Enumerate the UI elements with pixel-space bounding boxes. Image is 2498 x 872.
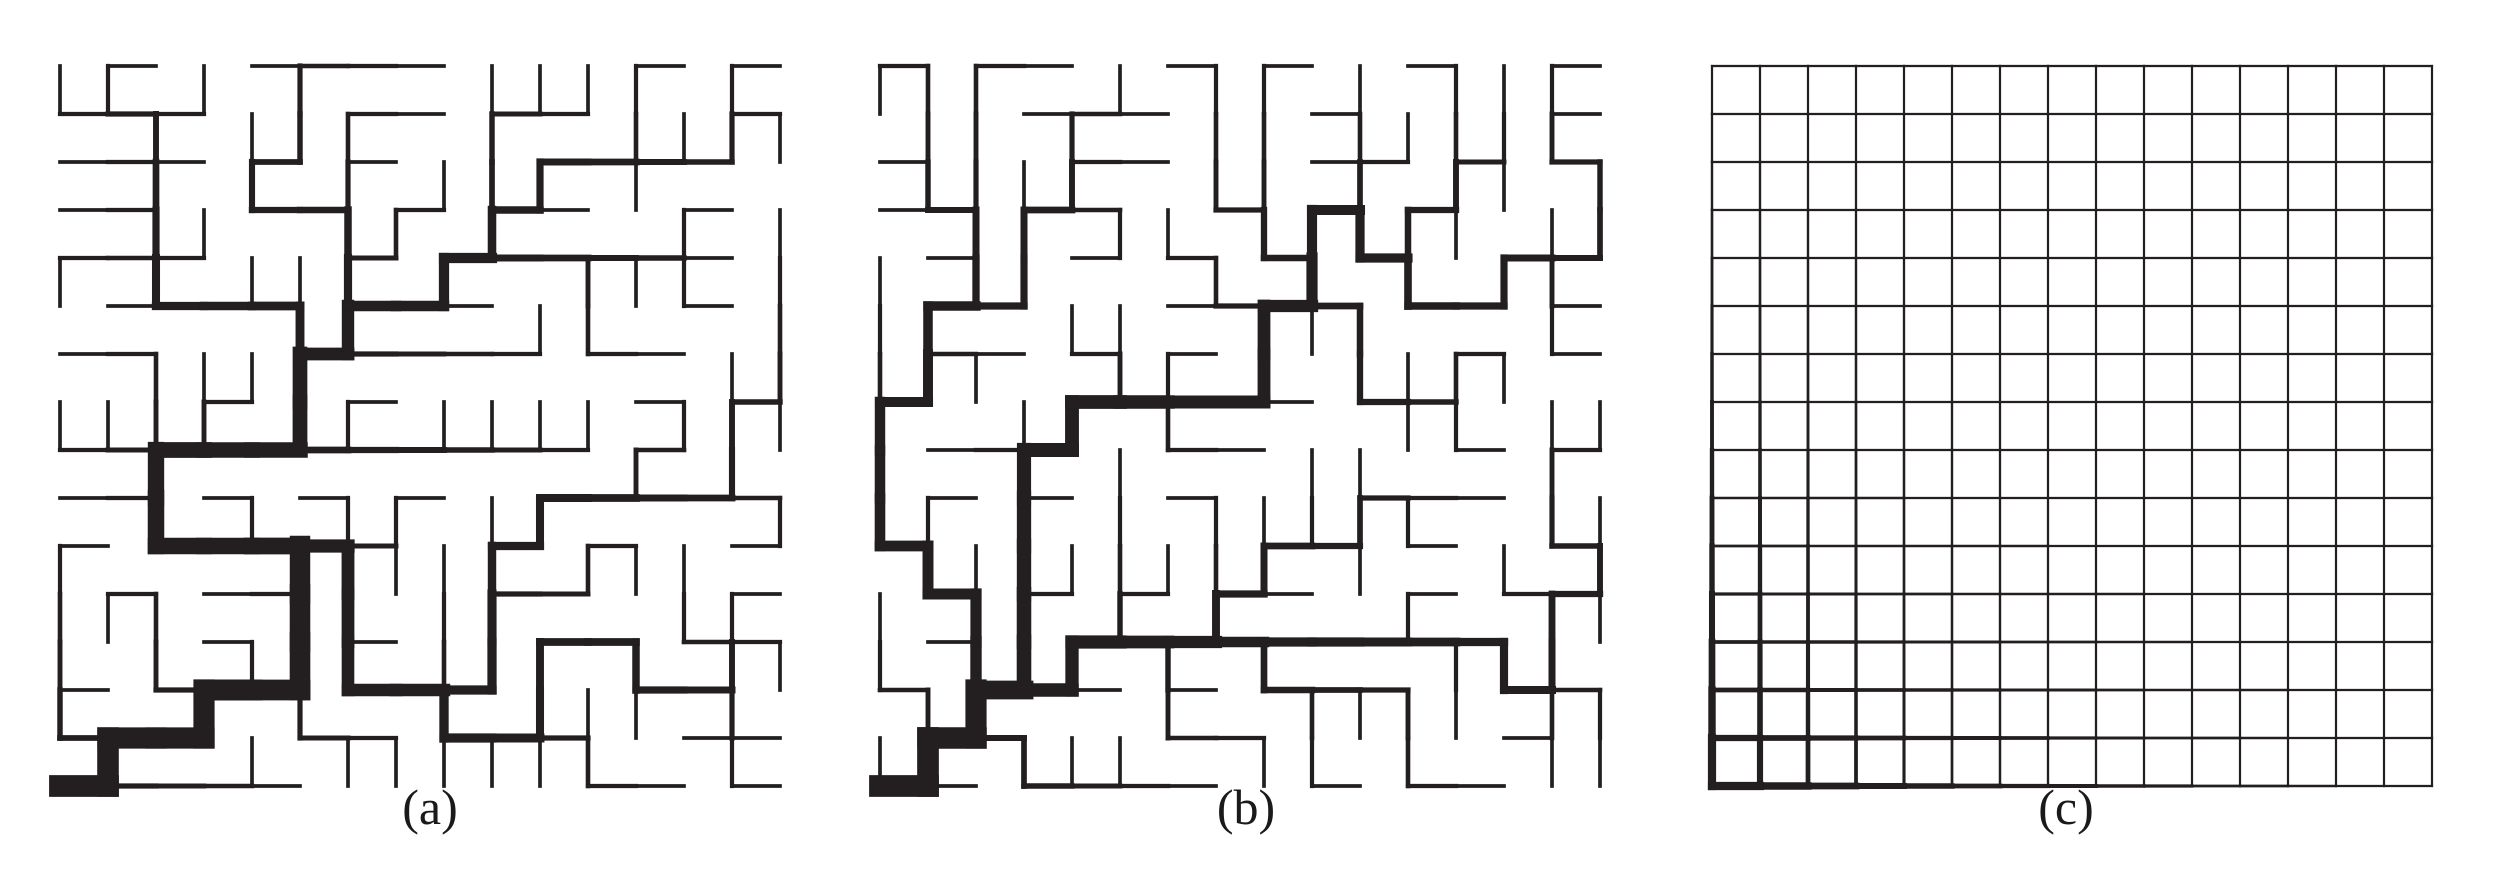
panel-c-diagram <box>1707 64 2434 791</box>
panel-c-caption: (c) <box>2038 779 2094 835</box>
panel-b-caption: (b) <box>1216 779 1276 835</box>
panel-b-diagram <box>869 63 1604 797</box>
panel-a-caption: (a) <box>402 779 458 835</box>
panel-a-diagram <box>49 63 783 797</box>
